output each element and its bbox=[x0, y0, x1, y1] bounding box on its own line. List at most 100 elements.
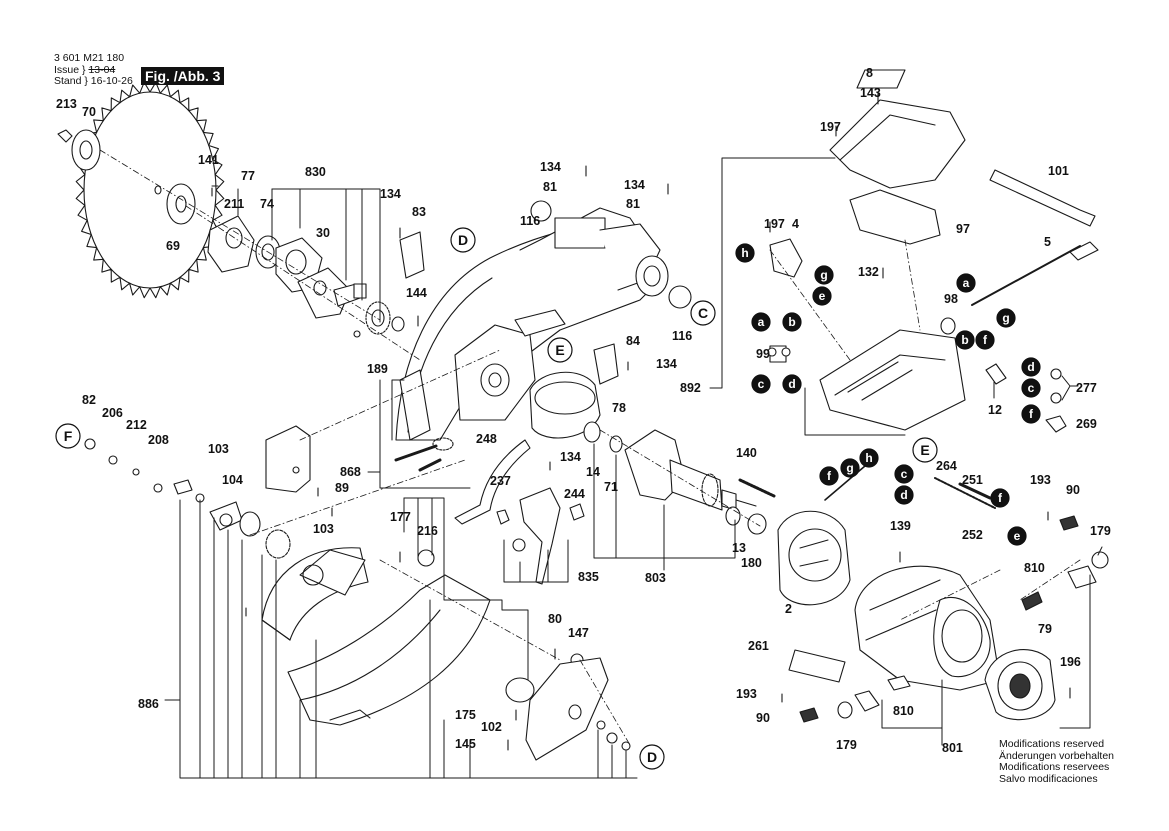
spring-ring-drawing bbox=[529, 371, 601, 439]
callout-d: d bbox=[894, 485, 914, 505]
part-label-101: 101 bbox=[1048, 164, 1069, 178]
issue-old-value: 13-04 bbox=[88, 64, 116, 76]
svg-text:a: a bbox=[963, 276, 970, 290]
flange-assembly-drawing bbox=[207, 215, 405, 338]
part-label-97: 97 bbox=[956, 222, 970, 236]
part-label-99: 99 bbox=[756, 347, 770, 361]
part-label-193: 193 bbox=[736, 687, 757, 701]
svg-text:d: d bbox=[788, 377, 795, 391]
svg-text:g: g bbox=[1002, 311, 1009, 325]
svg-text:b: b bbox=[788, 315, 795, 329]
callout-C: C bbox=[690, 300, 716, 326]
callout-E: E bbox=[912, 437, 938, 463]
bracket-drawing bbox=[265, 425, 311, 493]
callout-d: d bbox=[1021, 357, 1041, 377]
notice-line-es: Salvo modificaciones bbox=[999, 772, 1098, 785]
svg-text:e: e bbox=[1014, 529, 1021, 543]
callout-f: f bbox=[819, 466, 839, 486]
callout-e: e bbox=[812, 286, 832, 306]
callout-a: a bbox=[956, 273, 976, 293]
power-cord-drawing bbox=[940, 169, 1099, 385]
callout-g: g bbox=[840, 458, 860, 478]
part-label-69: 69 bbox=[166, 239, 180, 253]
part-label-810: 810 bbox=[1024, 561, 1045, 575]
part-label-134: 134 bbox=[380, 187, 401, 201]
guide-lines bbox=[99, 149, 1081, 746]
part-label-30: 30 bbox=[316, 226, 330, 240]
armature-drawing bbox=[583, 421, 767, 535]
svg-text:c: c bbox=[758, 377, 765, 391]
callout-d: d bbox=[782, 374, 802, 394]
svg-text:D: D bbox=[647, 749, 657, 765]
part-label-77: 77 bbox=[241, 169, 255, 183]
issue-row: Issue } 13-04 bbox=[54, 64, 115, 76]
part-label-139: 139 bbox=[890, 519, 911, 533]
part-label-134: 134 bbox=[656, 357, 677, 371]
svg-text:f: f bbox=[1029, 407, 1034, 421]
callout-f: f bbox=[1021, 404, 1041, 424]
part-label-134: 134 bbox=[560, 450, 581, 464]
part-label-803: 803 bbox=[645, 571, 666, 585]
notice-line-de: Änderungen vorbehalten bbox=[999, 749, 1115, 762]
part-label-143: 143 bbox=[860, 86, 881, 100]
part-label-197: 197 bbox=[764, 217, 785, 231]
lower-blade-guard-drawing bbox=[261, 547, 491, 726]
bushing-stack-drawing bbox=[84, 438, 291, 559]
part-label-116: 116 bbox=[672, 329, 692, 343]
callout-h: h bbox=[859, 448, 879, 468]
screw-set-drawing bbox=[211, 91, 1071, 751]
stand-row: Stand } 16-10-26 bbox=[54, 75, 133, 87]
motor-housing-drawing bbox=[854, 565, 1056, 721]
svg-text:f: f bbox=[998, 491, 1003, 505]
callout-g: g bbox=[996, 308, 1016, 328]
svg-text:E: E bbox=[555, 342, 564, 358]
pin-set-drawing bbox=[394, 437, 454, 472]
svg-text:D: D bbox=[458, 232, 468, 248]
svg-text:d: d bbox=[1027, 360, 1034, 374]
part-label-81: 81 bbox=[543, 180, 557, 194]
svg-text:c: c bbox=[901, 467, 908, 481]
part-label-251: 251 bbox=[962, 473, 983, 487]
part-label-892: 892 bbox=[680, 381, 701, 395]
part-label-70: 70 bbox=[82, 105, 96, 119]
part-label-14: 14 bbox=[586, 465, 600, 479]
field-coil-drawing bbox=[777, 510, 851, 606]
part-label-2: 2 bbox=[785, 602, 792, 616]
part-label-197: 197 bbox=[820, 120, 841, 134]
part-label-252: 252 bbox=[962, 528, 983, 542]
part-label-134: 134 bbox=[540, 160, 561, 174]
part-label-830: 830 bbox=[305, 165, 326, 179]
part-label-213: 213 bbox=[56, 97, 77, 111]
part-label-277: 277 bbox=[1076, 381, 1097, 395]
part-label-103: 103 bbox=[313, 522, 334, 536]
part-label-248: 248 bbox=[476, 432, 497, 446]
part-label-90: 90 bbox=[756, 711, 770, 725]
svg-text:d: d bbox=[900, 488, 907, 502]
part-label-147: 147 bbox=[568, 626, 589, 640]
svg-text:h: h bbox=[865, 451, 872, 465]
label-plate-drawing bbox=[788, 649, 846, 683]
mounting-plate-drawing bbox=[525, 657, 609, 761]
part-label-145: 145 bbox=[455, 737, 476, 751]
svg-text:b: b bbox=[961, 333, 968, 347]
part-label-193: 193 bbox=[1030, 473, 1051, 487]
part-label-179: 179 bbox=[1090, 524, 1111, 538]
part-label-74: 74 bbox=[260, 197, 274, 211]
svg-text:f: f bbox=[983, 333, 988, 347]
callout-D: D bbox=[639, 744, 665, 770]
svg-text:c: c bbox=[1028, 381, 1035, 395]
part-label-868: 868 bbox=[340, 465, 361, 479]
svg-text:h: h bbox=[741, 246, 748, 260]
issue-label: Issue bbox=[54, 64, 80, 76]
part-label-237: 237 bbox=[490, 474, 511, 488]
part-label-175: 175 bbox=[455, 708, 476, 722]
callout-a: a bbox=[751, 312, 771, 332]
callout-c: c bbox=[894, 464, 914, 484]
part-label-196: 196 bbox=[1060, 655, 1081, 669]
callout-c: c bbox=[751, 374, 771, 394]
part-label-180: 180 bbox=[741, 556, 762, 570]
part-label-244: 244 bbox=[564, 487, 585, 501]
part-label-90: 90 bbox=[1066, 483, 1080, 497]
